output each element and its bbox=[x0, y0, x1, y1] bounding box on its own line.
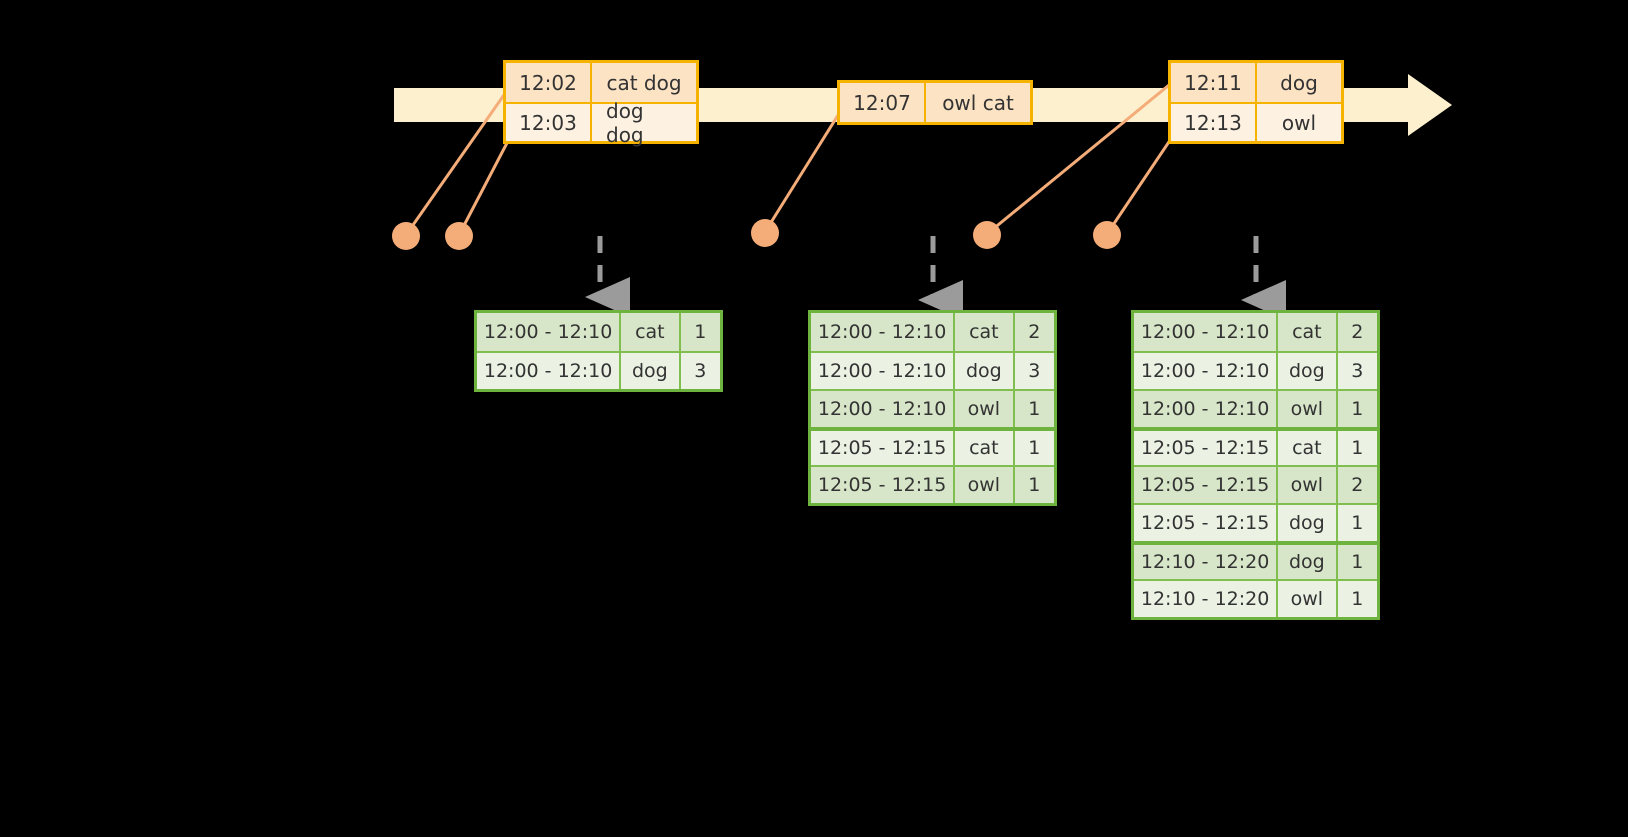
cell-count: 3 bbox=[1351, 360, 1364, 382]
result-table-2[interactable]: 12:00 - 12:10 cat 2 12:00 - 12:10 dog 3 … bbox=[808, 310, 1057, 506]
event-time: 12:07 bbox=[840, 83, 926, 122]
cell-word: dog bbox=[1278, 505, 1338, 541]
cell-window: 12:00 - 12:10 bbox=[811, 391, 956, 427]
cell-window: 12:00 - 12:10 bbox=[811, 313, 956, 351]
table-row[interactable]: 12:05 - 12:15 owl 2 bbox=[1134, 465, 1377, 503]
cell-word: cat bbox=[1278, 431, 1338, 465]
table-row[interactable]: 12:05 - 12:15 cat 1 bbox=[1134, 427, 1377, 465]
cell-count: 1 bbox=[1351, 512, 1364, 534]
event-row[interactable]: 12:13 owl bbox=[1171, 102, 1341, 141]
table-row[interactable]: 12:05 - 12:15 owl 1 bbox=[811, 465, 1054, 503]
cell-window: 12:05 - 12:15 bbox=[1134, 505, 1279, 541]
event-row[interactable]: 12:11 dog bbox=[1171, 63, 1341, 102]
cell-window: 12:05 - 12:15 bbox=[811, 431, 956, 465]
trigger-dot-group bbox=[392, 219, 1121, 250]
trigger-dot-5[interactable] bbox=[1093, 221, 1121, 249]
result-table-1[interactable]: 12:00 - 12:10 cat 1 12:00 - 12:10 dog 3 bbox=[474, 310, 723, 392]
cell-count: 1 bbox=[1351, 437, 1364, 459]
cell-window: 12:05 - 12:15 bbox=[1134, 467, 1279, 503]
table-row[interactable]: 12:00 - 12:10 owl 1 bbox=[1134, 389, 1377, 427]
cell-count: 2 bbox=[1351, 474, 1364, 496]
cell-window: 12:00 - 12:10 bbox=[811, 353, 956, 389]
cell-word: owl bbox=[1278, 391, 1338, 427]
table-row[interactable]: 12:00 - 12:10 dog 3 bbox=[811, 351, 1054, 389]
event-time: 12:11 bbox=[1171, 63, 1257, 102]
event-row[interactable]: 12:03 dog dog bbox=[506, 98, 696, 147]
event-group-1[interactable]: 12:02 cat dog 12:03 dog dog bbox=[503, 60, 699, 147]
cell-word: owl bbox=[1278, 581, 1338, 617]
cell-word: cat bbox=[955, 431, 1015, 465]
cell-word: dog bbox=[1278, 353, 1338, 389]
table-row[interactable]: 12:00 - 12:10 dog 3 bbox=[477, 351, 720, 389]
cell-word: owl bbox=[955, 467, 1015, 503]
cell-window: 12:00 - 12:10 bbox=[1134, 391, 1279, 427]
cell-word: owl bbox=[1278, 467, 1338, 503]
cell-count: 1 bbox=[1028, 474, 1041, 496]
cell-count: 1 bbox=[1028, 398, 1041, 420]
cell-count: 3 bbox=[694, 360, 707, 382]
event-words: dog dog bbox=[606, 98, 644, 147]
event-words: cat dog bbox=[606, 70, 682, 95]
event-words: owl cat bbox=[942, 90, 1014, 115]
cell-word: cat bbox=[955, 313, 1015, 351]
cell-count: 1 bbox=[1028, 437, 1041, 459]
table-row[interactable]: 12:00 - 12:10 dog 3 bbox=[1134, 351, 1377, 389]
cell-window: 12:00 - 12:10 bbox=[477, 313, 622, 351]
trigger-dot-2[interactable] bbox=[445, 222, 473, 250]
table-row[interactable]: 12:00 - 12:10 cat 2 bbox=[1134, 313, 1377, 351]
timeline-arrow-head bbox=[1408, 74, 1452, 136]
cell-count: 2 bbox=[1028, 321, 1041, 343]
table-row[interactable]: 12:10 - 12:20 owl 1 bbox=[1134, 579, 1377, 617]
cell-count: 1 bbox=[1351, 551, 1364, 573]
table-row[interactable]: 12:00 - 12:10 cat 2 bbox=[811, 313, 1054, 351]
cell-count: 1 bbox=[1351, 398, 1364, 420]
cell-window: 12:00 - 12:10 bbox=[477, 353, 622, 389]
cell-word: dog bbox=[1278, 545, 1338, 579]
cell-word: cat bbox=[621, 313, 681, 351]
cell-count: 2 bbox=[1351, 321, 1364, 343]
table-row[interactable]: 12:05 - 12:15 dog 1 bbox=[1134, 503, 1377, 541]
event-words: owl bbox=[1281, 110, 1317, 135]
table-row[interactable]: 12:00 - 12:10 cat 1 bbox=[477, 313, 720, 351]
cell-word: cat bbox=[1278, 313, 1338, 351]
cell-count: 3 bbox=[1028, 360, 1041, 382]
event-row[interactable]: 12:07 owl cat bbox=[840, 83, 1030, 122]
cell-window: 12:00 - 12:10 bbox=[1134, 313, 1279, 351]
cell-word: dog bbox=[621, 353, 681, 389]
table-row[interactable]: 12:00 - 12:10 owl 1 bbox=[811, 389, 1054, 427]
result-table-3[interactable]: 12:00 - 12:10 cat 2 12:00 - 12:10 dog 3 … bbox=[1131, 310, 1380, 620]
table-row[interactable]: 12:10 - 12:20 dog 1 bbox=[1134, 541, 1377, 579]
emit-arrows bbox=[585, 236, 1286, 320]
cell-window: 12:05 - 12:15 bbox=[811, 467, 956, 503]
event-group-2[interactable]: 12:07 owl cat bbox=[837, 80, 1033, 125]
event-time: 12:02 bbox=[506, 63, 592, 102]
event-group-3[interactable]: 12:11 dog 12:13 owl bbox=[1168, 60, 1344, 144]
event-row[interactable]: 12:02 cat dog bbox=[506, 63, 696, 102]
cell-window: 12:00 - 12:10 bbox=[1134, 353, 1279, 389]
trigger-dot-3[interactable] bbox=[751, 219, 779, 247]
trigger-dot-4[interactable] bbox=[973, 221, 1001, 249]
cell-count: 1 bbox=[1351, 588, 1364, 610]
cell-window: 12:10 - 12:20 bbox=[1134, 581, 1279, 617]
event-words: dog bbox=[1280, 70, 1318, 95]
table-row[interactable]: 12:05 - 12:15 cat 1 bbox=[811, 427, 1054, 465]
event-time: 12:03 bbox=[506, 104, 592, 141]
cell-window: 12:10 - 12:20 bbox=[1134, 545, 1279, 579]
cell-word: owl bbox=[955, 391, 1015, 427]
trigger-dot-1[interactable] bbox=[392, 222, 420, 250]
event-time: 12:13 bbox=[1171, 104, 1257, 141]
cell-word: dog bbox=[955, 353, 1015, 389]
cell-window: 12:05 - 12:15 bbox=[1134, 431, 1279, 465]
cell-count: 1 bbox=[694, 321, 707, 343]
